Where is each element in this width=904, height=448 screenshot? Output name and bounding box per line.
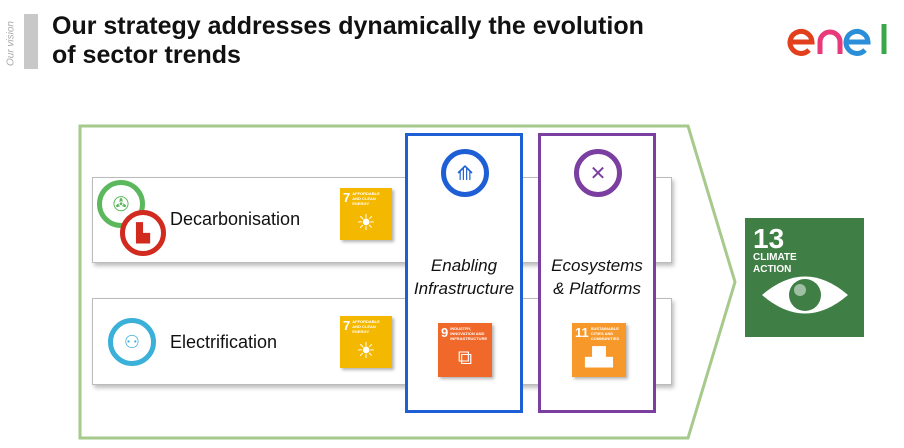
sdg-text: Climate action bbox=[753, 252, 797, 275]
page-title: Our strategy addresses dynamically the e… bbox=[52, 12, 644, 69]
power-plant-icon: ▙ bbox=[120, 210, 166, 256]
sun-icon: ☀ bbox=[356, 210, 376, 235]
cubes-icon: ⧉ bbox=[457, 347, 473, 369]
sdg-number: 13 bbox=[753, 223, 785, 254]
sun-icon: ☀ bbox=[356, 338, 376, 363]
column-label: Enabling bbox=[430, 256, 498, 275]
eye-globe-icon bbox=[762, 276, 848, 314]
power-pylon-icon: ⟰ bbox=[441, 149, 489, 197]
city-icon: ▟▙ bbox=[585, 347, 613, 367]
sdg13-badge: 13 Climate action bbox=[745, 218, 864, 337]
sdg7-badge: 7Affordable and clean energy☀ bbox=[340, 188, 392, 240]
column-label: & Platforms bbox=[553, 279, 641, 298]
enel-logo bbox=[787, 24, 887, 56]
row-label: Electrification bbox=[170, 332, 278, 352]
row-label: Decarbonisation bbox=[170, 209, 301, 229]
sdg11-badge: 11Sustainable cities and communities▟▙ bbox=[572, 323, 626, 377]
column-ecosystems-platforms: ✕ Ecosystems & Platforms 11Sustainable ci… bbox=[538, 133, 656, 413]
sdg7-badge: 7Affordable and clean energy☀ bbox=[340, 316, 392, 368]
people-icon: ⚇ bbox=[108, 318, 156, 366]
column-label: Infrastructure bbox=[413, 279, 515, 298]
title-accent-bar bbox=[24, 14, 38, 69]
network-icon: ✕ bbox=[574, 149, 622, 197]
column-label: Ecosystems bbox=[551, 256, 643, 275]
sdg9-badge: 9Industry, innovation and infrastructure… bbox=[438, 323, 492, 377]
